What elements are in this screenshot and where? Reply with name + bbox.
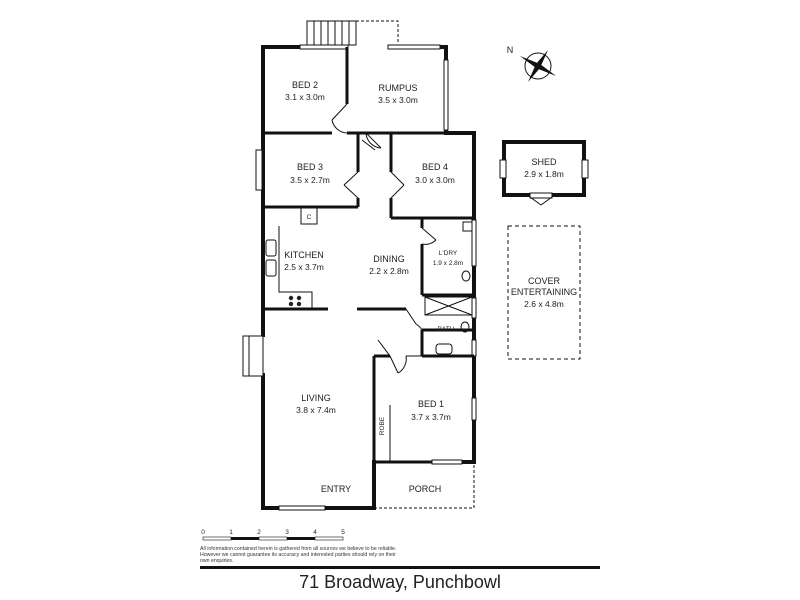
scale-tick-5: 5 bbox=[341, 529, 345, 536]
shed-name: SHED bbox=[531, 157, 557, 167]
shed-window bbox=[499, 159, 589, 199]
living-name: LIVING bbox=[301, 393, 331, 403]
bed2-size: 3.1 x 3.0m bbox=[285, 92, 325, 102]
dining-name: DINING bbox=[373, 254, 405, 264]
scale-tick-3: 3 bbox=[285, 529, 289, 536]
bed4-size: 3.0 x 3.0m bbox=[415, 175, 455, 185]
scale-tick-4: 4 bbox=[313, 529, 317, 536]
cover-size: 2.6 x 4.8m bbox=[524, 299, 564, 309]
laundry-name: L'DRY bbox=[439, 250, 458, 257]
door-swings bbox=[331, 103, 437, 374]
window-north bbox=[242, 44, 477, 511]
bathroom-fixtures bbox=[424, 296, 473, 355]
footer-rule bbox=[200, 566, 600, 569]
cupboard-label: C bbox=[307, 214, 312, 221]
cover-entertaining-outline bbox=[507, 225, 581, 360]
kitchen-benches bbox=[265, 207, 318, 309]
cooktop-icon bbox=[288, 295, 302, 307]
compass-label: N bbox=[507, 45, 514, 55]
rumpus-name: RUMPUS bbox=[378, 83, 417, 93]
laundry-fixtures bbox=[461, 221, 473, 282]
scale-bar: 0 1 2 3 4 5 bbox=[201, 529, 345, 541]
porch-label: PORCH bbox=[409, 484, 442, 494]
rumpus-size: 3.5 x 3.0m bbox=[378, 95, 418, 105]
dining-size: 2.2 x 2.8m bbox=[369, 266, 409, 276]
shed-size: 2.9 x 1.8m bbox=[524, 169, 564, 179]
property-address: 71 Broadway, Punchbowl bbox=[299, 572, 501, 592]
laundry-size: 1.9 x 2.8m bbox=[433, 260, 463, 267]
kitchen-name: KITCHEN bbox=[284, 250, 324, 260]
cover-name-2: ENTERTAINING bbox=[511, 287, 577, 297]
bed3-size: 3.5 x 2.7m bbox=[290, 175, 330, 185]
stairs bbox=[306, 20, 357, 46]
interior-walls bbox=[263, 47, 474, 464]
bed3-name: BED 3 bbox=[297, 162, 323, 172]
living-size: 3.8 x 7.4m bbox=[296, 405, 336, 415]
scale-tick-2: 2 bbox=[257, 529, 261, 536]
bed1-size: 3.7 x 3.7m bbox=[411, 412, 451, 422]
bed1-name: BED 1 bbox=[418, 399, 444, 409]
bath-name: BATH bbox=[438, 326, 455, 333]
cover-name: COVER bbox=[528, 276, 561, 286]
entry-label: ENTRY bbox=[321, 484, 351, 494]
bed4-name: BED 4 bbox=[422, 162, 448, 172]
porch-outline bbox=[374, 462, 475, 509]
scale-tick-0: 0 bbox=[201, 529, 205, 536]
bed2-name: BED 2 bbox=[292, 80, 318, 90]
shed-door bbox=[529, 196, 553, 206]
scale-tick-1: 1 bbox=[229, 529, 233, 536]
kitchen-size: 2.5 x 3.7m bbox=[284, 262, 324, 272]
disclaimer-text: All information contained herein is gath… bbox=[200, 546, 397, 564]
compass-icon bbox=[520, 50, 556, 82]
robe-label: ROBE bbox=[379, 416, 386, 435]
exterior-walls bbox=[261, 45, 476, 510]
deck-outline bbox=[356, 20, 399, 44]
